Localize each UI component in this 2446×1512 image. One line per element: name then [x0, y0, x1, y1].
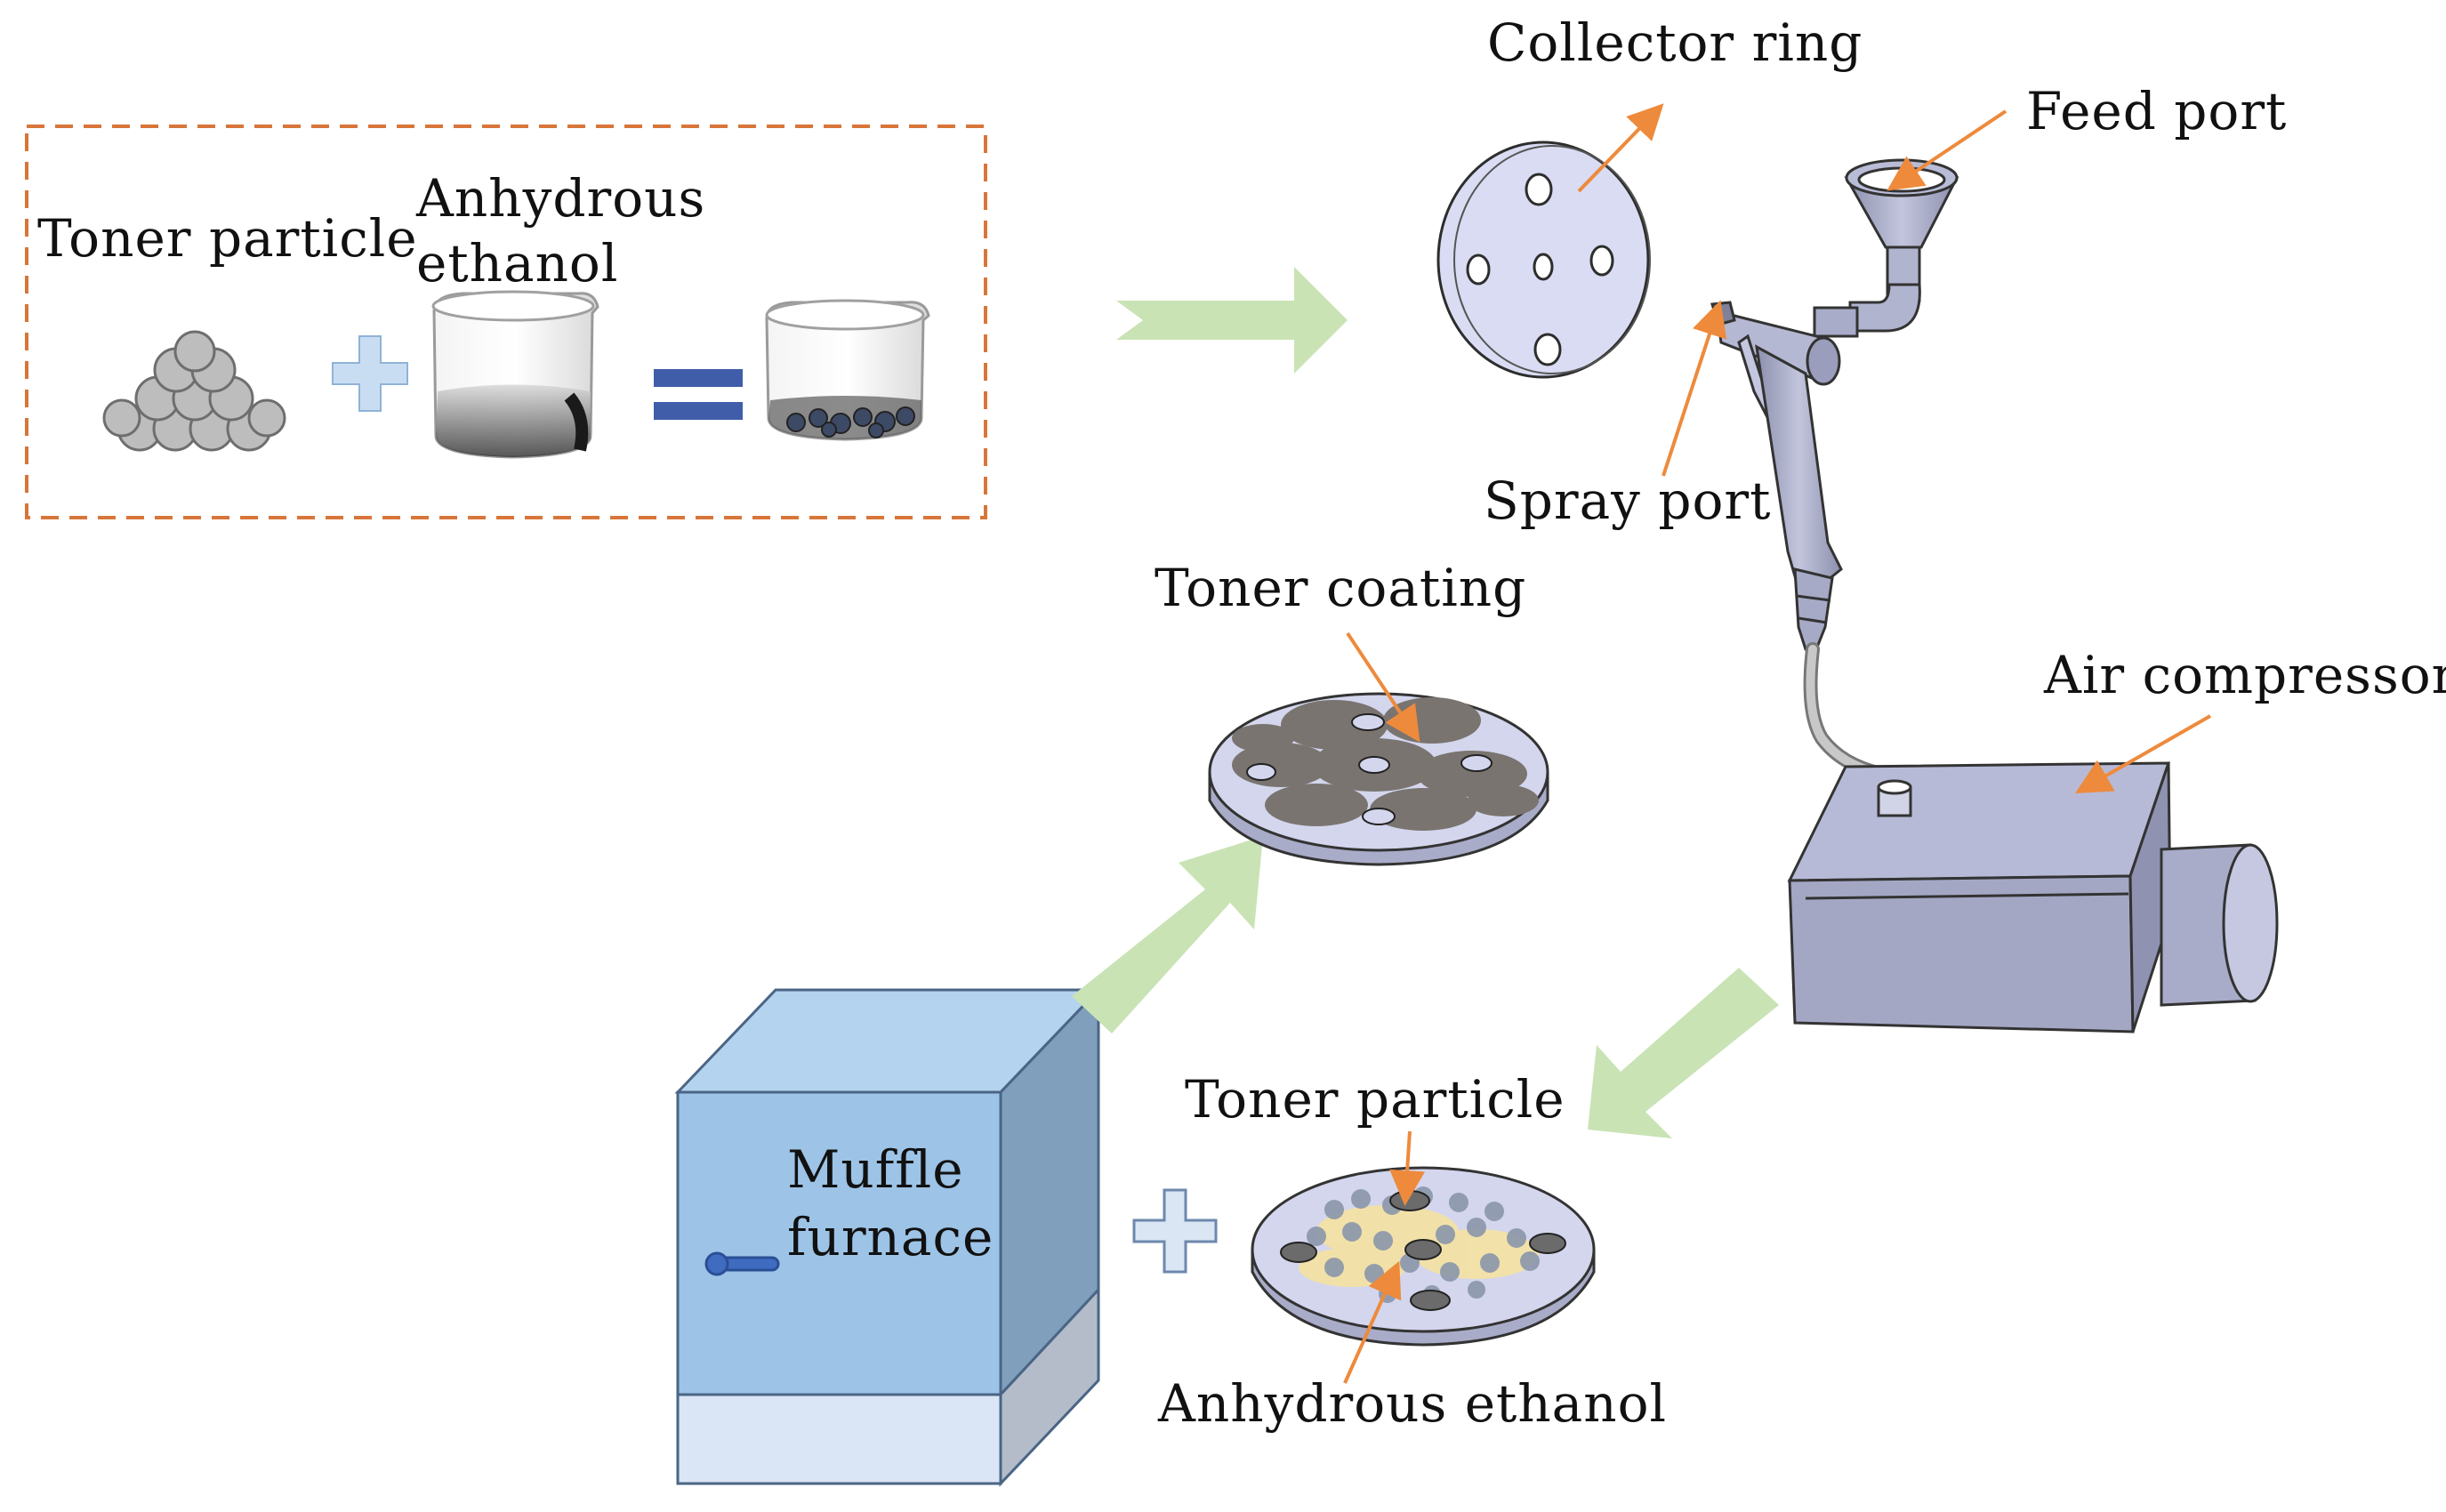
label-spray-port: Spray port — [1484, 470, 1772, 531]
toner-particle-pile-icon — [102, 330, 286, 452]
muffle-furnace-icon — [674, 986, 1102, 1487]
label-feed-port: Feed port — [2026, 81, 2288, 141]
air-compressor-icon — [1787, 761, 2279, 1033]
label-anhydrous-ethanol-bottom: Anhydrous ethanol — [1158, 1373, 1668, 1434]
air-compressor-pointer — [2075, 714, 2211, 793]
label-toner-particle-bottom: Toner particle — [1185, 1069, 1565, 1130]
label-anhydrous-ethanol-top-line2: ethanol — [416, 233, 619, 294]
coated-disk-with-particles-icon — [1251, 1166, 1596, 1347]
pointer-arrows — [1343, 103, 2211, 1384]
plus-icon-bottom — [1132, 1188, 1218, 1274]
toner-coating-pointer — [1346, 631, 1420, 743]
flow-arrow-down-left — [1588, 968, 1779, 1138]
equals-icon — [654, 369, 743, 420]
collector-ring-icon — [1436, 141, 1651, 379]
label-collector-ring: Collector ring — [1487, 12, 1863, 73]
feed-port-pointer — [1887, 109, 2007, 191]
spray-port-pointer — [1662, 300, 1727, 477]
anhydrous-ethanol-pointer — [1343, 1260, 1402, 1384]
ethanol-beaker-icon — [431, 290, 599, 459]
mixture-dashed-box — [25, 125, 987, 519]
label-muffle-furnace-line1: Muffle — [787, 1139, 964, 1200]
label-toner-particle-top: Toner particle — [37, 208, 418, 269]
label-muffle-furnace-line2: furnace — [787, 1207, 994, 1267]
collector-ring-pointer — [1577, 103, 1664, 193]
toner-coating-disk-icon — [1208, 692, 1549, 866]
mixture-beaker-icon — [765, 299, 930, 441]
toner-particle-pointer — [1389, 1130, 1426, 1206]
plus-icon-top — [332, 335, 408, 412]
spray-gun-icon — [1710, 158, 1959, 651]
flow-arrow-up-right — [1072, 836, 1263, 1033]
label-toner-coating: Toner coating — [1155, 558, 1527, 618]
flow-arrow-right — [1116, 267, 1348, 374]
label-air-compressor: Air compressor — [2044, 645, 2446, 705]
label-anhydrous-ethanol-top-line1: Anhydrous — [416, 168, 706, 229]
